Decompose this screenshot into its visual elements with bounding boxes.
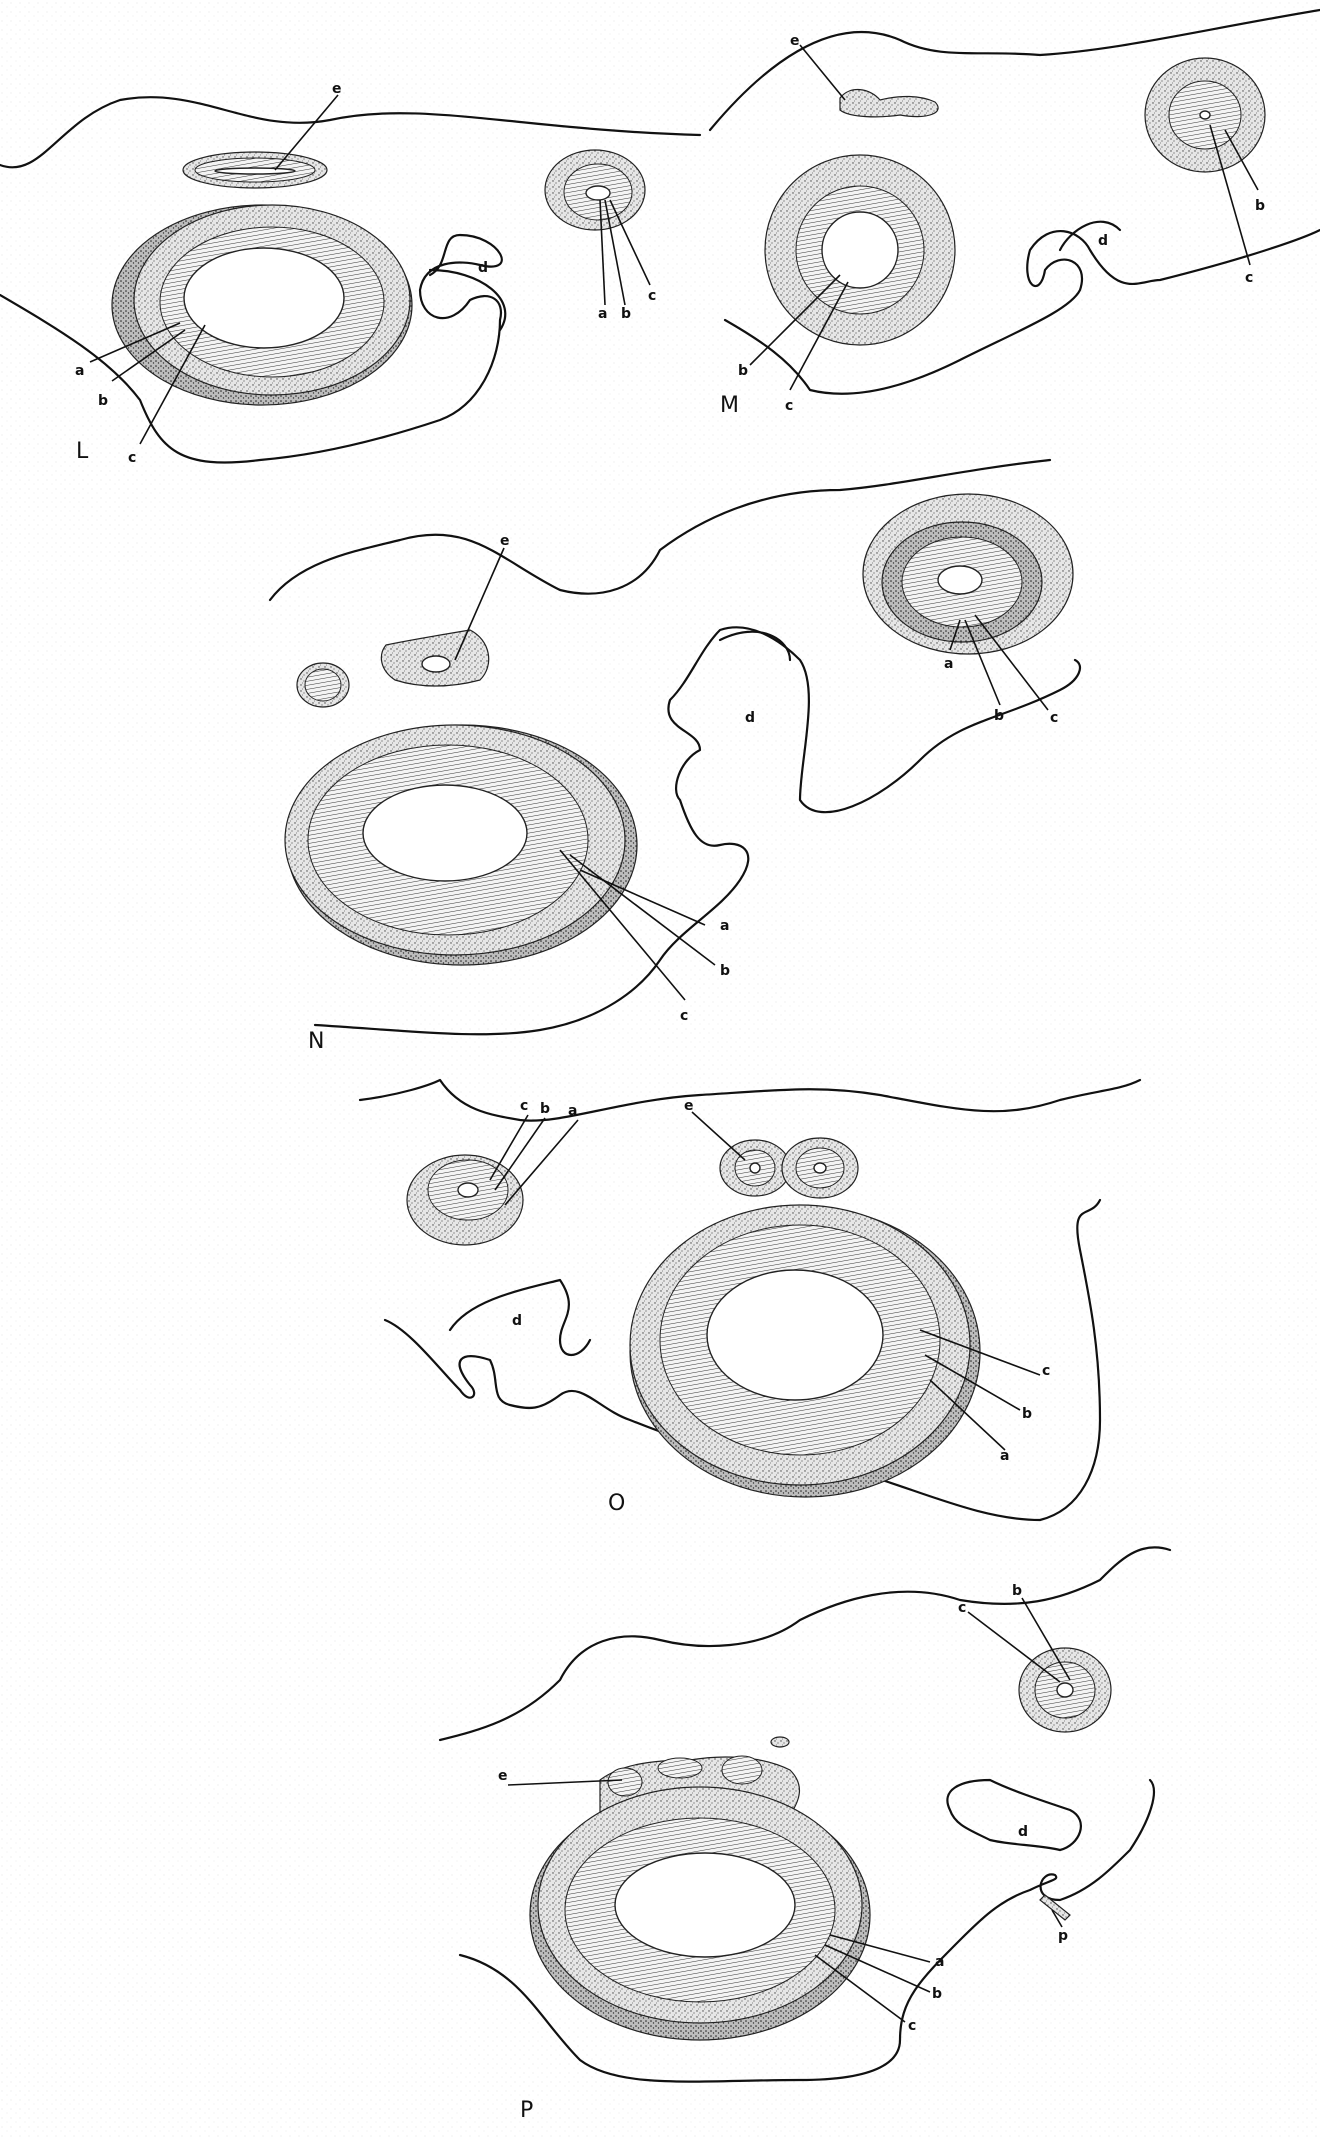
- svg-text:d: d: [1018, 1824, 1028, 1840]
- svg-text:c: c: [908, 2018, 916, 2034]
- svg-text:d: d: [745, 710, 755, 726]
- svg-text:c: c: [648, 288, 656, 304]
- svg-text:e: e: [500, 533, 510, 549]
- svg-text:c: c: [680, 1008, 688, 1024]
- svg-text:P: P: [520, 2098, 533, 2123]
- svg-text:c: c: [958, 1600, 966, 1616]
- svg-text:e: e: [332, 81, 342, 97]
- svg-text:a: a: [935, 1954, 944, 1970]
- svg-text:b: b: [932, 1986, 942, 2002]
- svg-text:d: d: [512, 1313, 522, 1329]
- svg-text:e: e: [684, 1098, 694, 1114]
- svg-text:a: a: [1000, 1448, 1009, 1464]
- svg-text:b: b: [621, 306, 631, 322]
- svg-text:e: e: [790, 33, 800, 49]
- svg-text:a: a: [568, 1103, 577, 1119]
- svg-text:b: b: [1022, 1406, 1032, 1422]
- svg-text:a: a: [944, 656, 953, 672]
- svg-text:a: a: [75, 363, 84, 379]
- svg-text:M: M: [720, 393, 739, 418]
- svg-text:b: b: [98, 393, 108, 409]
- svg-text:a: a: [598, 306, 607, 322]
- svg-text:c: c: [520, 1098, 528, 1114]
- svg-text:c: c: [1042, 1363, 1050, 1379]
- svg-text:c: c: [785, 398, 793, 414]
- svg-text:c: c: [1245, 270, 1253, 286]
- svg-text:c: c: [128, 450, 136, 466]
- svg-text:O: O: [608, 1491, 625, 1516]
- svg-text:e: e: [498, 1768, 508, 1784]
- svg-text:b: b: [994, 708, 1004, 724]
- svg-text:p: p: [1058, 1928, 1068, 1944]
- svg-text:c: c: [1050, 710, 1058, 726]
- svg-text:d: d: [478, 260, 488, 276]
- svg-text:b: b: [1255, 198, 1265, 214]
- svg-text:a: a: [720, 918, 729, 934]
- svg-text:d: d: [1098, 233, 1108, 249]
- svg-text:b: b: [540, 1101, 550, 1117]
- svg-text:L: L: [76, 439, 89, 464]
- svg-text:N: N: [308, 1029, 324, 1054]
- svg-text:b: b: [1012, 1583, 1022, 1599]
- svg-text:b: b: [738, 363, 748, 379]
- svg-text:b: b: [720, 963, 730, 979]
